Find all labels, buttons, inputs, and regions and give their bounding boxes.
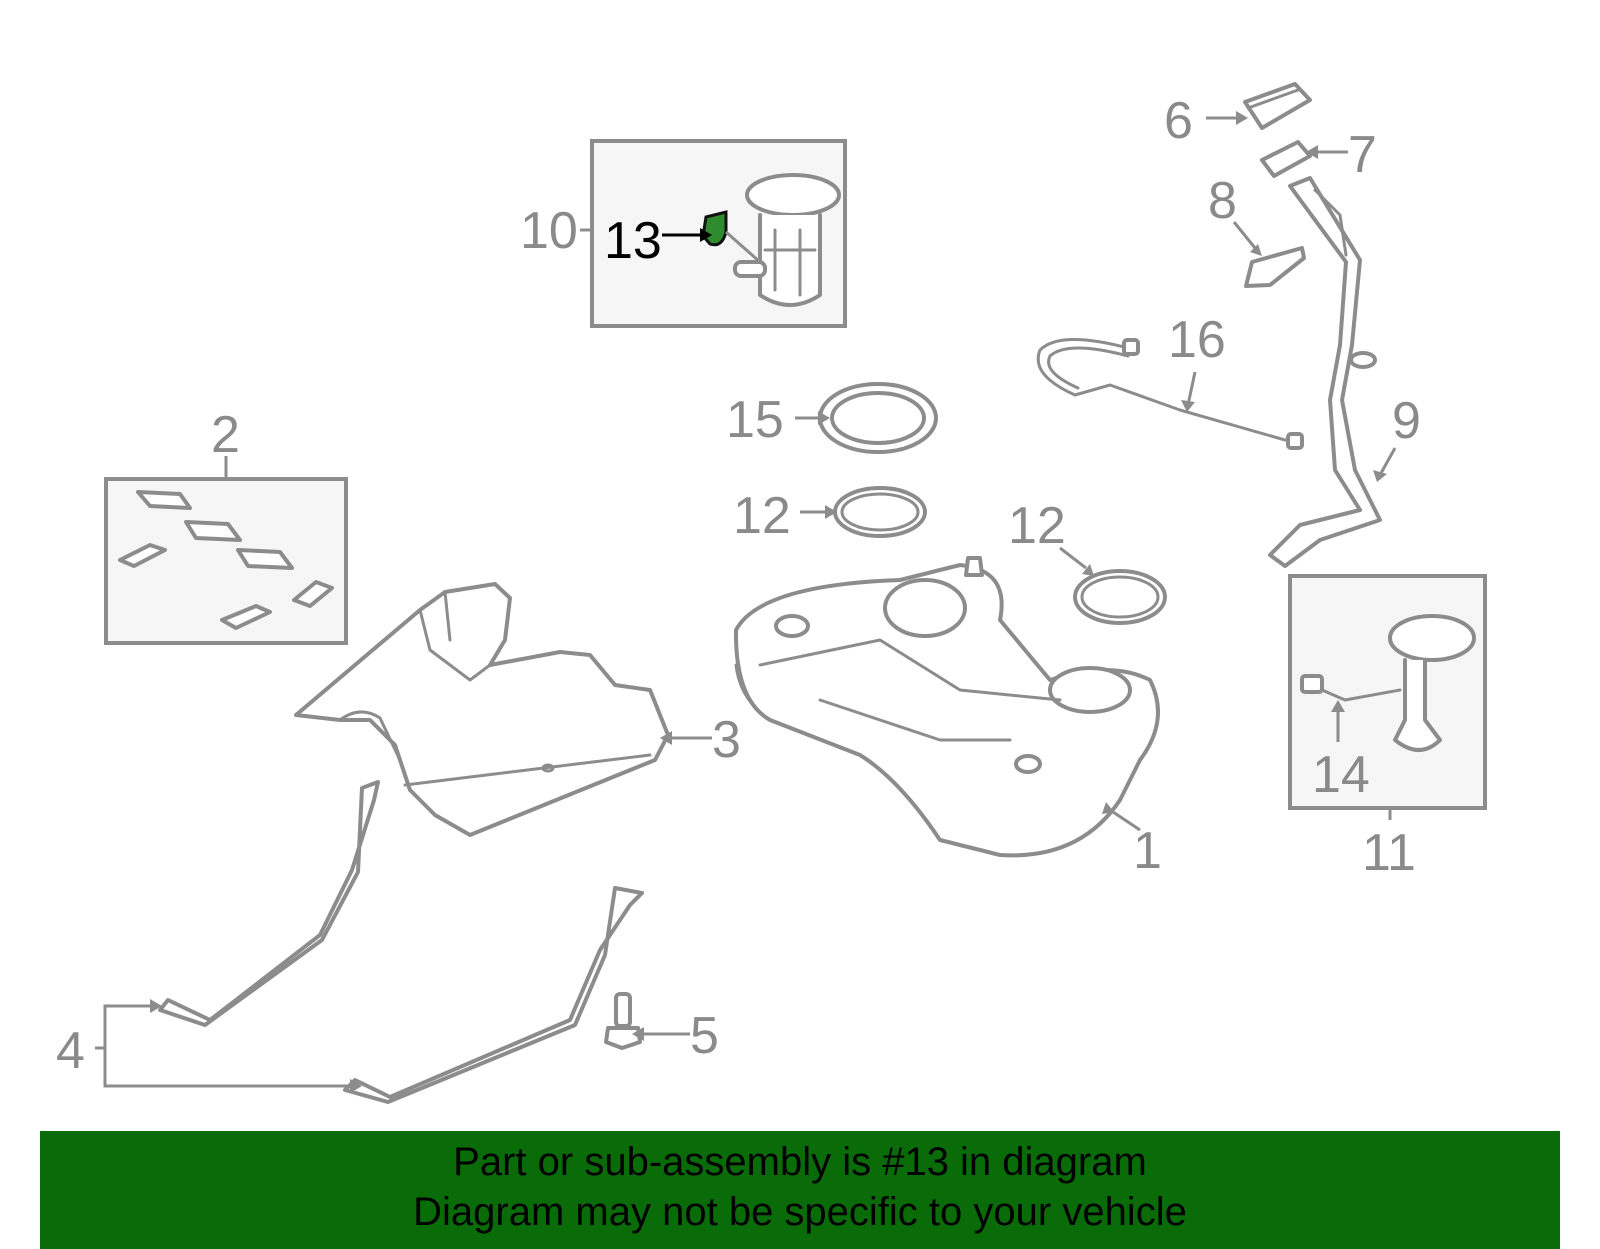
part-3-heat-shield [294, 582, 670, 837]
part-9-filler-pipe [1268, 176, 1382, 568]
callout-5[interactable]: 5 [690, 1007, 719, 1065]
part-4-straps [158, 780, 644, 1104]
banner-line-2: Diagram may not be specific to your vehi… [413, 1190, 1187, 1234]
callout-15[interactable]: 15 [726, 391, 784, 449]
part-8-bracket [1244, 246, 1306, 288]
part-15-lock-ring [818, 382, 938, 454]
part-7-ring [1260, 140, 1312, 178]
part-1-fuel-tank [733, 556, 1160, 858]
assembly-box-10 [590, 139, 847, 328]
part-5-bolt [604, 992, 642, 1050]
callout-11[interactable]: 11 [1362, 824, 1416, 882]
part-12-seal-b [1073, 569, 1167, 625]
assembly-box-2 [104, 477, 348, 645]
highlighted-part-13[interactable] [701, 210, 728, 247]
banner-line-1: Part or sub-assembly is #13 in diagram [453, 1140, 1147, 1184]
callout-16[interactable]: 16 [1168, 311, 1226, 369]
parts-diagram: 10 13 2 3 4 5 [56, 82, 1487, 1104]
callout-10[interactable]: 10 [520, 202, 578, 260]
callout-12-b[interactable]: 12 [1008, 497, 1066, 555]
part-6-cap [1243, 82, 1312, 130]
assembly-box-11 [1288, 574, 1487, 810]
callout-14[interactable]: 14 [1312, 746, 1370, 804]
callout-2[interactable]: 2 [211, 406, 240, 464]
info-banner: Part or sub-assembly is #13 in diagram D… [40, 1131, 1560, 1249]
part-16-hose [1036, 338, 1304, 450]
part-12-seal-a [833, 486, 927, 538]
callout-8[interactable]: 8 [1208, 172, 1237, 230]
callout-9[interactable]: 9 [1392, 392, 1421, 450]
callout-4[interactable]: 4 [56, 1022, 85, 1080]
callout-3[interactable]: 3 [712, 711, 741, 769]
callout-12-a[interactable]: 12 [733, 487, 791, 545]
callout-1[interactable]: 1 [1133, 822, 1162, 880]
callout-13[interactable]: 13 [604, 212, 662, 270]
callout-7[interactable]: 7 [1348, 126, 1377, 184]
callout-6[interactable]: 6 [1164, 92, 1193, 150]
